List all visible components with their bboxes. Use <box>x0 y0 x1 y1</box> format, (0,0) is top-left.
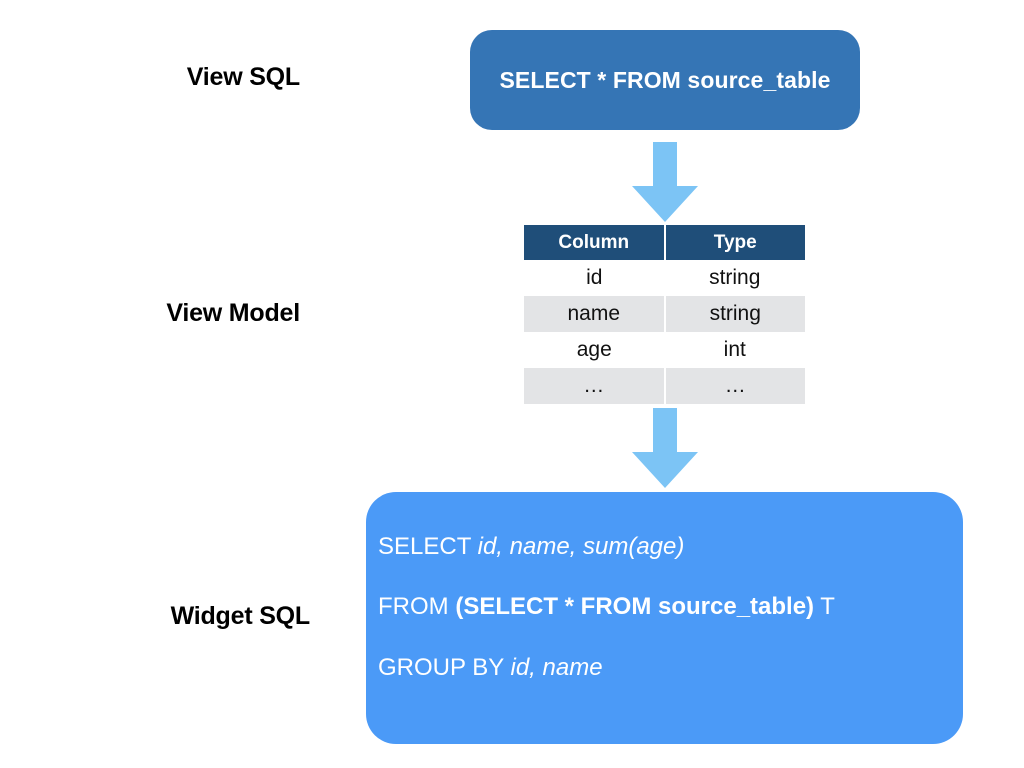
widget-sql-line: GROUP BY id, name <box>378 653 963 681</box>
cell-column-type: string <box>664 296 805 332</box>
cell-column-name: age <box>524 332 665 368</box>
table-header-row: Column Type <box>524 225 805 260</box>
stage-label-view-sql: View SQL <box>186 63 300 91</box>
cell-column-type: int <box>664 332 805 368</box>
table-row: name string <box>524 296 805 332</box>
widget-sql-line: SELECT id, name, sum(age) <box>378 533 963 560</box>
cell-column-type: string <box>664 260 805 296</box>
table-row: … … <box>524 368 805 404</box>
cell-column-name: name <box>524 296 666 332</box>
column-header-column: Column <box>524 225 666 260</box>
sql-token-identifier: id, name <box>510 653 603 681</box>
sql-token-keyword: GROUP BY <box>378 653 511 681</box>
widget-sql-box: SELECT id, name, sum(age) FROM (SELECT *… <box>366 492 963 744</box>
flow-arrow-down-icon <box>632 408 698 488</box>
table-row: age int <box>524 332 805 368</box>
view-model-schema-table: Column Type id string name string age in… <box>524 225 805 404</box>
cell-column-name: … <box>524 368 666 404</box>
cell-column-name: id <box>524 260 665 296</box>
widget-sql-line: FROM (SELECT * FROM source_table) T <box>378 594 963 620</box>
view-sql-box: SELECT * FROM source_table <box>470 30 860 130</box>
stage-label-widget-sql: Widget SQL <box>170 602 311 630</box>
flow-arrow-down-icon <box>632 142 698 222</box>
column-header-type: Type <box>664 225 805 260</box>
sql-token-identifier: id, name, sum(age) <box>477 533 685 560</box>
view-sql-text: SELECT * FROM source_table <box>499 66 831 93</box>
sql-token-subquery: (SELECT * FROM source_table) <box>455 593 815 621</box>
stage-label-view-model: View Model <box>166 299 300 327</box>
sql-token-keyword: FROM <box>378 593 456 621</box>
sql-token-keyword: T <box>814 593 835 621</box>
cell-column-type: … <box>664 368 805 404</box>
sql-token-keyword: SELECT <box>378 533 478 560</box>
table-row: id string <box>524 260 805 296</box>
